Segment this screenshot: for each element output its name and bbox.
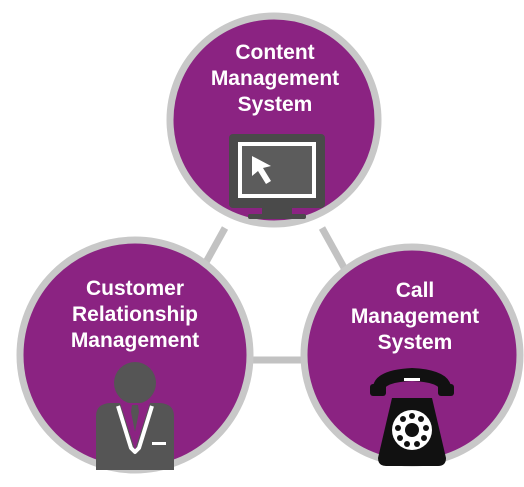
node-crm xyxy=(16,236,254,474)
call-label: Call Management System xyxy=(320,278,510,356)
node-cms-circle xyxy=(166,12,382,228)
cms-label-line-2: Management xyxy=(210,67,340,90)
rotary-telephone-icon xyxy=(370,368,454,466)
businessman-icon xyxy=(96,362,174,470)
call-label-line-3: System xyxy=(377,331,453,354)
crm-label: Customer Relationship Management xyxy=(40,276,230,354)
crm-label-line-2: Relationship xyxy=(71,303,198,326)
crm-label-line-1: Customer xyxy=(85,277,185,300)
cms-label-line-3: System xyxy=(237,93,313,116)
cms-label: Content Management System xyxy=(180,40,370,118)
computer-monitor-icon xyxy=(229,134,325,219)
node-cms xyxy=(166,12,382,228)
crm-label-line-3: Management xyxy=(70,329,200,352)
node-call xyxy=(300,243,524,467)
cms-label-line-1: Content xyxy=(235,41,315,64)
call-label-line-2: Management xyxy=(350,305,480,328)
call-label-line-1: Call xyxy=(395,279,435,302)
